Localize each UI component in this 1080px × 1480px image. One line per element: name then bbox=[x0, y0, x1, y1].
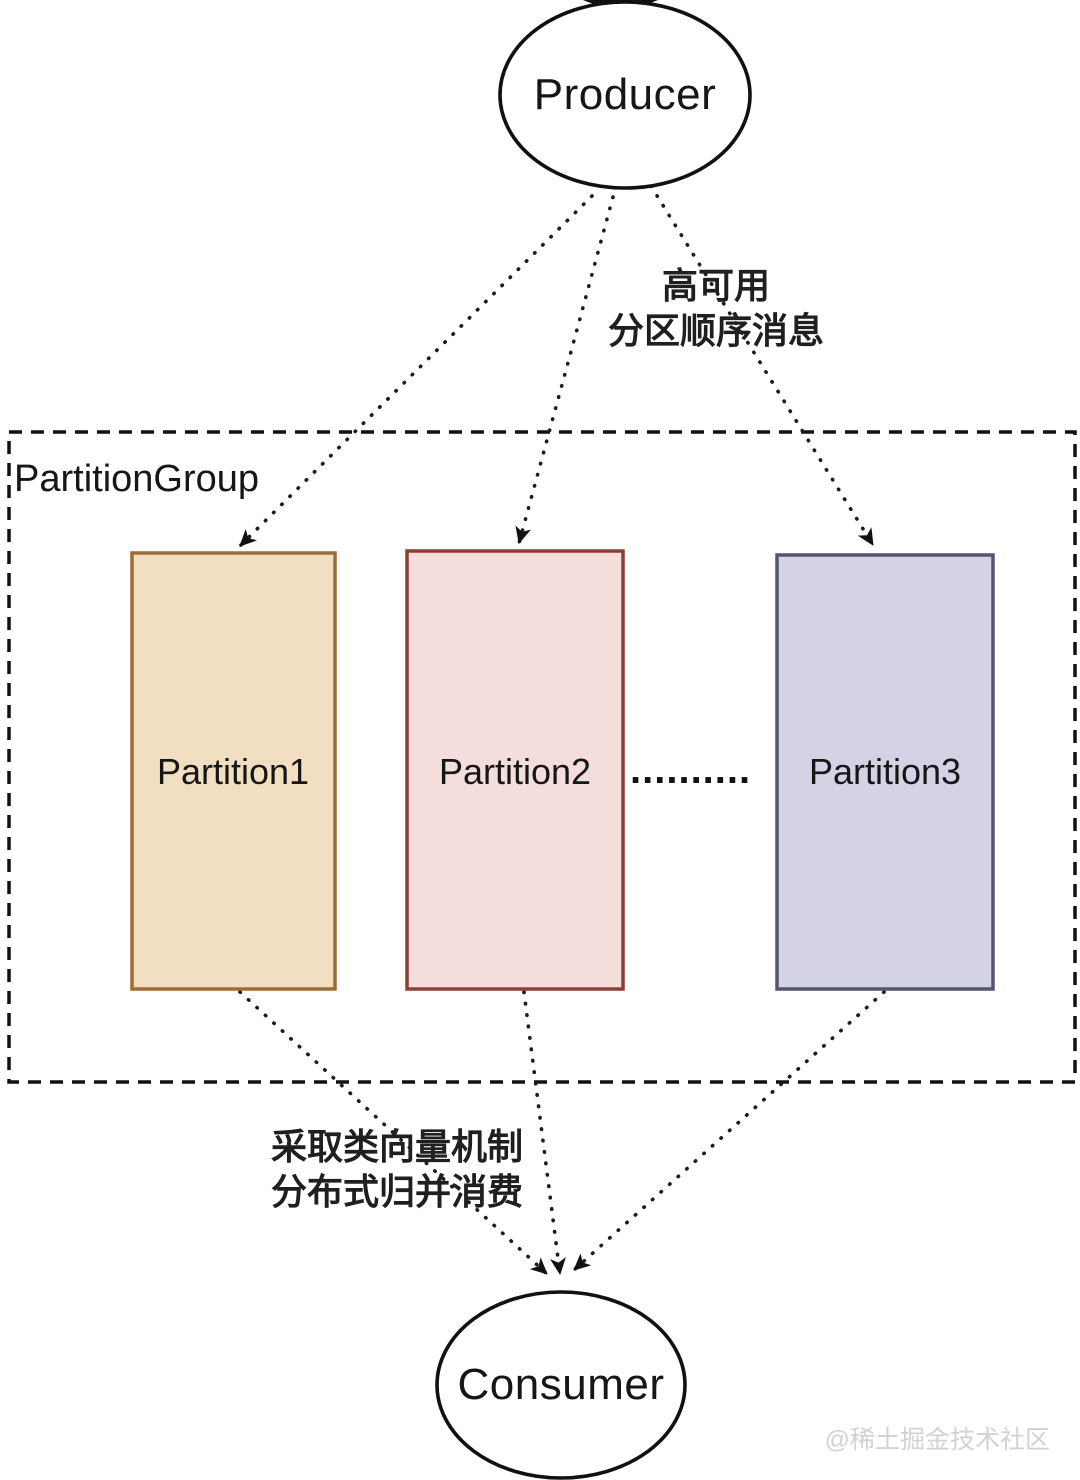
producer-label: Producer bbox=[533, 70, 717, 119]
consumer-label: Consumer bbox=[457, 1360, 665, 1409]
arrow-partition3-to-consumer bbox=[572, 990, 886, 1272]
consume-annotation: 采取类向量机制 分布式归并消费 bbox=[271, 1124, 523, 1214]
produce-annotation-line2: 分区顺序消息 bbox=[607, 310, 825, 351]
arrow-producer-to-partition1 bbox=[238, 194, 594, 548]
consume-annotation-line1: 采取类向量机制 bbox=[270, 1126, 524, 1167]
partition-group-box bbox=[7, 430, 1077, 1084]
arrow-partition1-to-consumer bbox=[238, 990, 549, 1276]
partition3-box bbox=[775, 553, 995, 991]
partition1-label: Partition1 bbox=[156, 751, 310, 792]
producer-ellipse bbox=[498, 0, 752, 190]
arrow-producer-to-partition3 bbox=[649, 184, 875, 547]
partition-ellipsis: .......... bbox=[630, 748, 752, 792]
watermark: @稀土掘金技术社区 bbox=[824, 1426, 1050, 1454]
produce-annotation-line1: 高可用 bbox=[661, 265, 771, 306]
arrow-producer-to-partition2 bbox=[515, 195, 615, 545]
produce-annotation: 高可用 分区顺序消息 bbox=[608, 263, 824, 353]
partition2-label: Partition2 bbox=[438, 751, 592, 792]
arrow-partition2-to-consumer bbox=[522, 990, 566, 1276]
consume-annotation-line2: 分布式归并消费 bbox=[270, 1171, 524, 1212]
partition3-label: Partition3 bbox=[808, 751, 962, 792]
partition2-box bbox=[405, 549, 625, 991]
partition1-box bbox=[130, 551, 337, 991]
partition-group-label: PartitionGroup bbox=[14, 458, 260, 500]
consumer-ellipse bbox=[435, 1290, 687, 1480]
